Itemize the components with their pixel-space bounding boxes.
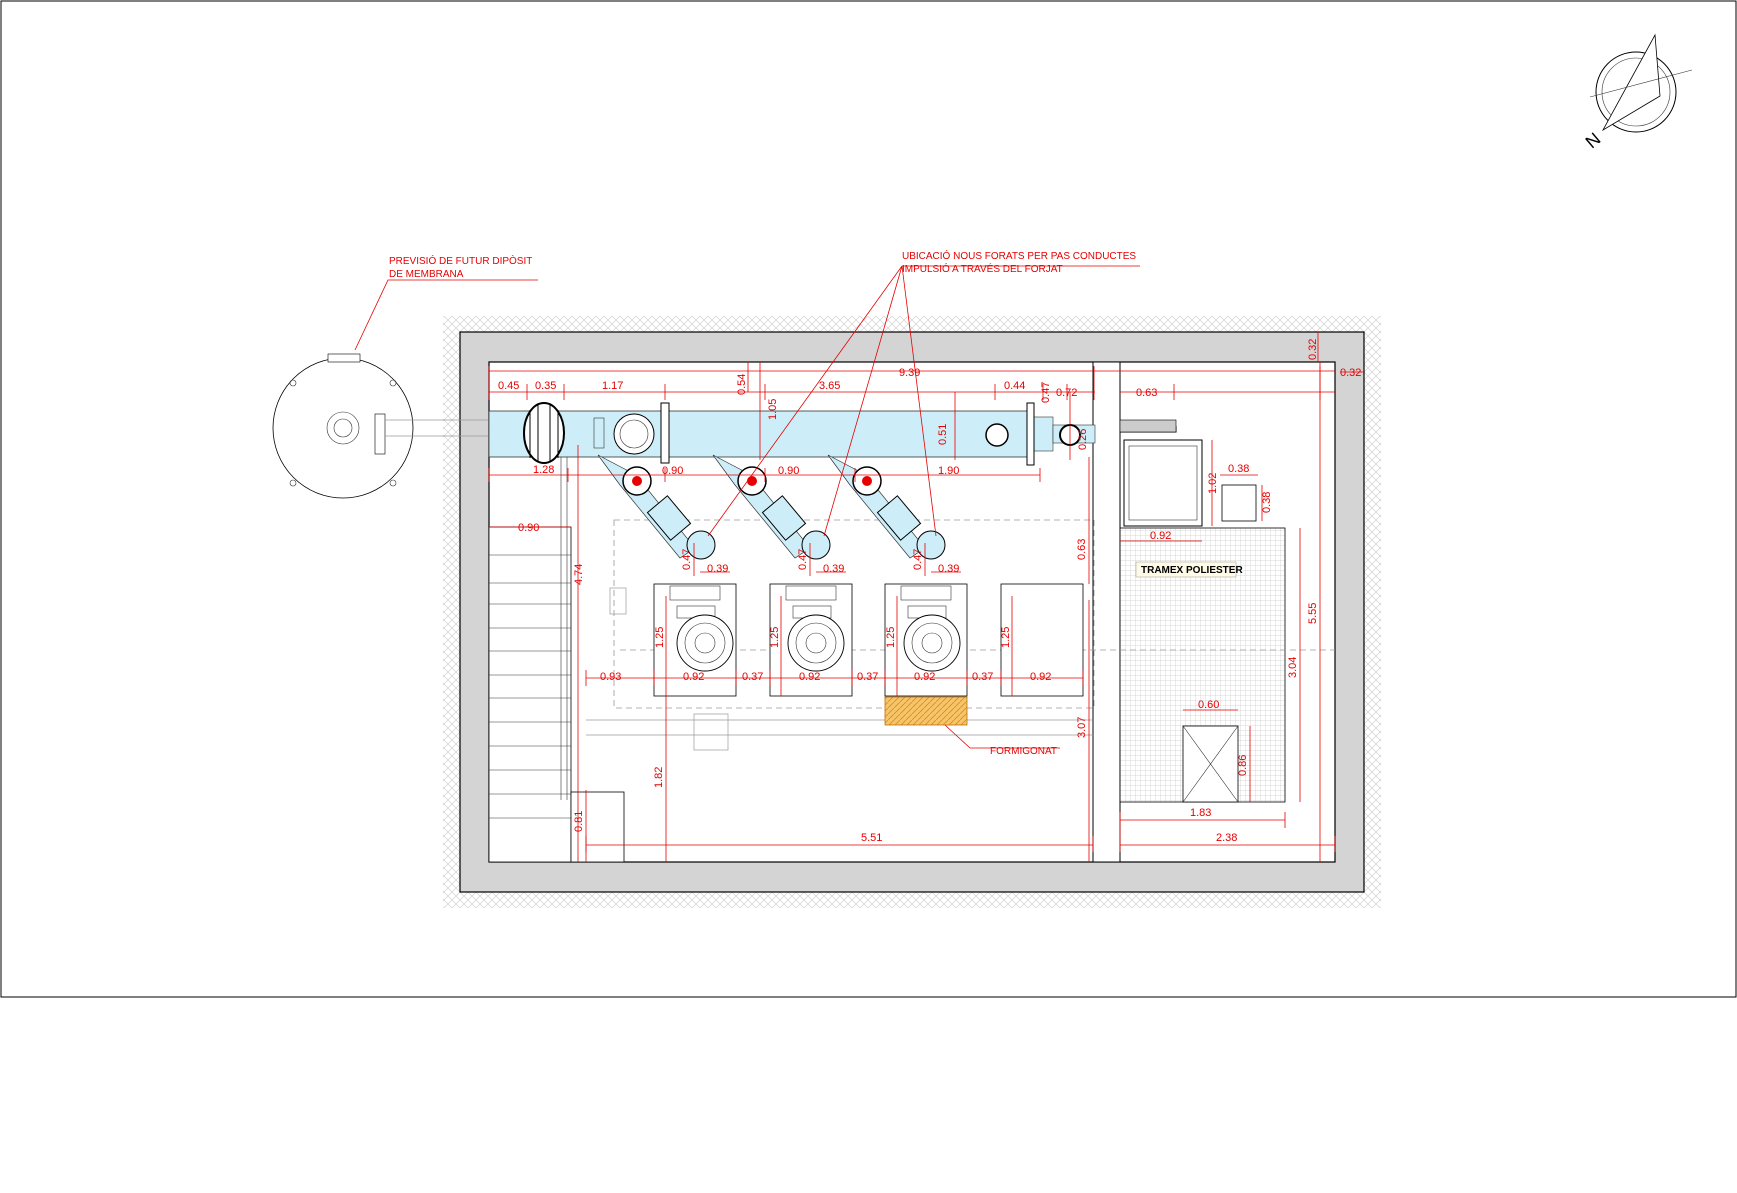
dim-label: 1.83 <box>1190 807 1211 819</box>
pump-branch-3 <box>827 454 946 560</box>
dim-label: 1.90 <box>938 465 959 477</box>
discharge-manifold <box>488 402 1096 466</box>
dim-label: 0.39 <box>707 563 728 575</box>
dim-label: 0.26 <box>1077 429 1089 450</box>
membrane-tank-note: PREVISIÓ DE FUTUR DIPÒSIT DE MEMBRANA <box>389 254 535 280</box>
concrete-label: FORMIGONAT <box>990 746 1057 757</box>
dim-label: 3.04 <box>1287 657 1299 678</box>
dim-label: 3.65 <box>819 380 840 392</box>
north-arrow-icon: N <box>1582 33 1693 153</box>
dim-label: 4.74 <box>573 564 585 585</box>
dim-label: 0.92 <box>1030 671 1051 683</box>
dim-label: 0.47 <box>681 549 693 570</box>
dim-label: 0.81 <box>573 811 585 832</box>
dim-label: 1.82 <box>653 767 665 788</box>
dim-label: 0.38 <box>1228 463 1249 475</box>
dim-label: 3.07 <box>1076 717 1088 738</box>
dim-label: 1.02 <box>1207 473 1219 494</box>
dim-label: 0.38 <box>1261 492 1273 513</box>
dim-label: 0.54 <box>736 374 748 395</box>
dim-label: 1.25 <box>654 627 666 648</box>
dim-label: 0.86 <box>1237 755 1249 776</box>
dim-label: 0.90 <box>778 465 799 477</box>
dim-label: 0.45 <box>498 380 519 392</box>
dim-label: 2.38 <box>1216 832 1237 844</box>
dim-label: 1.25 <box>769 627 781 648</box>
dim-label: 0.92 <box>1150 530 1171 542</box>
dim-label: 0.63 <box>1136 387 1157 399</box>
pump-3 <box>884 583 968 697</box>
dim-label: 1.28 <box>533 464 554 476</box>
sheet-frame <box>0 0 1737 998</box>
dim-label: 0.92 <box>683 671 704 683</box>
dimension-labels: 0.45 0.35 1.17 0.54 3.65 9.39 0.44 0.47 … <box>498 339 1361 844</box>
dimension-lines <box>488 332 1364 862</box>
dim-label: 0.44 <box>1004 380 1025 392</box>
dim-label: 0.60 <box>1198 699 1219 711</box>
dim-label: 0.39 <box>938 563 959 575</box>
pump-1 <box>653 583 737 697</box>
dim-label: 5.55 <box>1307 603 1319 624</box>
dim-label: 0.37 <box>857 671 878 683</box>
partition-wall <box>1092 361 1121 863</box>
dim-label: 0.90 <box>662 465 683 477</box>
north-label: N <box>1582 129 1605 153</box>
grating-label: TRAMEX POLIESTER <box>1141 565 1243 576</box>
stairs <box>488 445 625 863</box>
control-cabinet <box>1119 419 1203 527</box>
dim-label: 0.32 <box>1307 339 1319 360</box>
dim-label: 0.47 <box>912 549 924 570</box>
junction-box <box>1221 484 1257 522</box>
dim-label: 9.39 <box>899 367 920 379</box>
holes-note: UBICACIÓ NOUS FORATS PER PAS CONDUCTES I… <box>902 249 1139 275</box>
dim-label: 0.90 <box>518 522 539 534</box>
dim-label: 0.35 <box>535 380 556 392</box>
dim-label: 0.32 <box>1340 367 1361 379</box>
dim-label: 0.63 <box>1076 539 1088 560</box>
dim-label: 0.92 <box>799 671 820 683</box>
grating-label-box <box>1135 561 1237 578</box>
dim-label: 0.37 <box>742 671 763 683</box>
membrane-tank <box>272 353 522 499</box>
concrete-block <box>884 696 968 726</box>
dim-label: 1.17 <box>602 380 623 392</box>
dim-label: 0.37 <box>972 671 993 683</box>
dim-label: 0.47 <box>1040 382 1052 403</box>
dim-label: 1.05 <box>767 399 779 420</box>
dim-label: 5.51 <box>861 832 882 844</box>
pump-branch-2 <box>712 454 831 560</box>
dim-label: 0.47 <box>797 549 809 570</box>
dim-label: 1.25 <box>885 627 897 648</box>
dim-label: 0.92 <box>914 671 935 683</box>
dim-label: 0.51 <box>937 424 949 445</box>
dim-label: 0.39 <box>823 563 844 575</box>
dim-label: 0.72 <box>1056 387 1077 399</box>
pump-4-base <box>1000 583 1084 697</box>
access-hatch <box>1182 725 1239 803</box>
pump-2 <box>769 583 853 697</box>
dim-label: 0.93 <box>600 671 621 683</box>
dim-label: 1.25 <box>1000 627 1012 648</box>
